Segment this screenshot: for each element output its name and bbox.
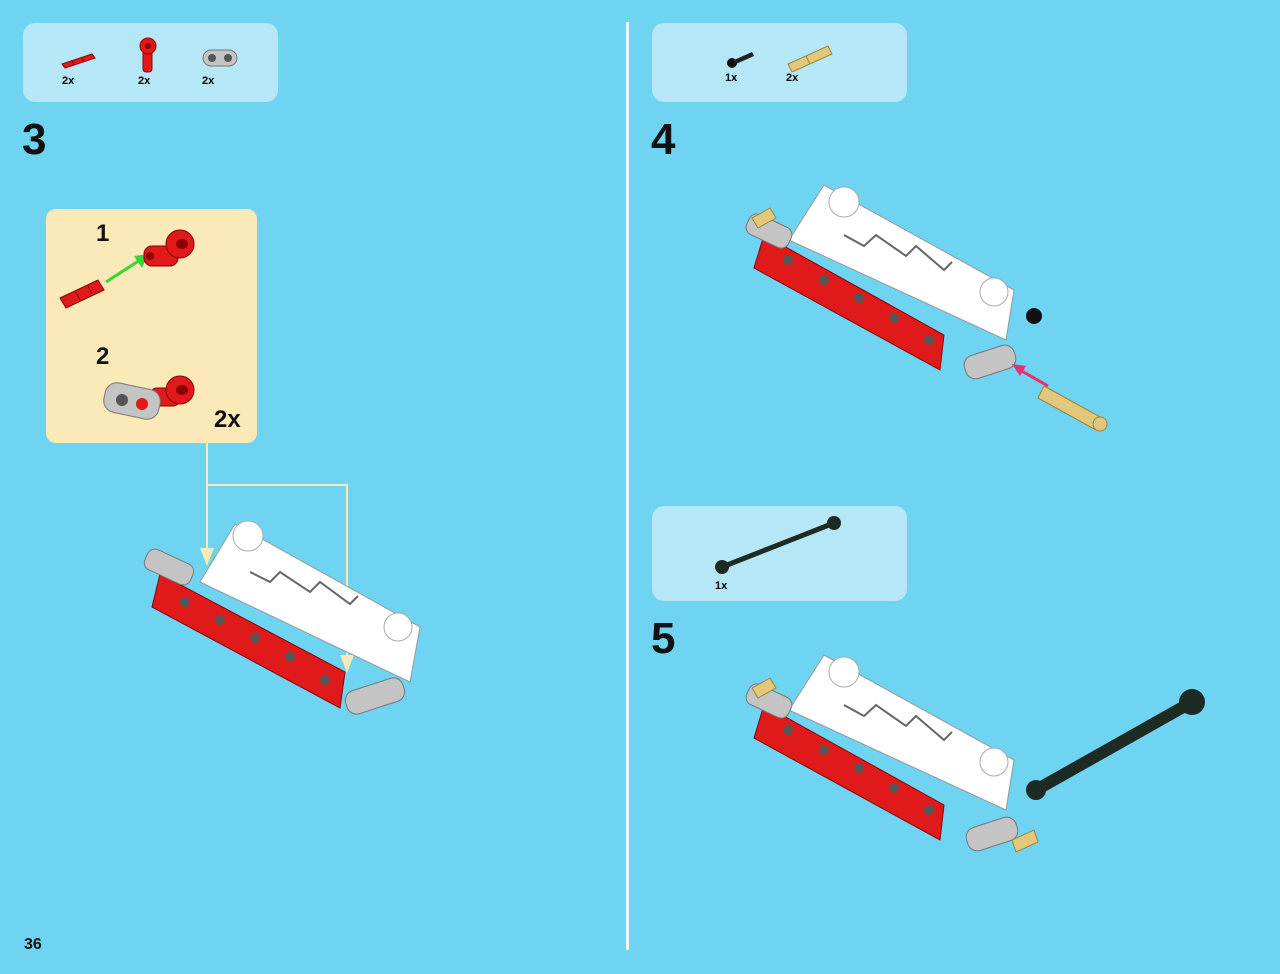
black-pin-icon — [727, 52, 754, 68]
page-number: 36 — [24, 936, 42, 953]
part-qty: 2x — [138, 75, 151, 87]
substep-number: 2 — [96, 343, 110, 370]
pink-arrow-icon — [1012, 364, 1049, 388]
step-5-model — [745, 654, 1205, 853]
red-connector-icon — [139, 37, 157, 73]
parts-list-step-4 — [652, 23, 907, 102]
part-qty: 2x — [62, 75, 75, 87]
step-4-model — [745, 184, 1042, 380]
substep-number: 1 — [96, 220, 110, 247]
subassembly-multiplier: 2x — [214, 406, 241, 433]
step-3-model — [143, 520, 421, 715]
gray-beam-red-connector-icon — [103, 375, 195, 420]
page-divider — [626, 22, 629, 950]
parts-list-step-5 — [652, 506, 907, 601]
step-number: 5 — [651, 614, 676, 663]
part-qty: 2x — [786, 72, 799, 84]
step-number: 3 — [22, 115, 47, 164]
red-axle-pin-icon — [61, 53, 96, 69]
part-qty: 1x — [725, 72, 738, 84]
red-axle-pin-icon — [59, 279, 105, 309]
black-link-rod-icon — [715, 516, 841, 574]
red-connector-icon — [143, 229, 195, 267]
step-number: 4 — [651, 115, 676, 164]
part-qty: 2x — [202, 75, 215, 87]
tan-axle-pin-icon — [787, 45, 833, 73]
tan-axle-pin-icon — [1037, 385, 1108, 432]
part-qty: 1x — [715, 580, 728, 592]
gray-beam-icon — [202, 49, 238, 67]
